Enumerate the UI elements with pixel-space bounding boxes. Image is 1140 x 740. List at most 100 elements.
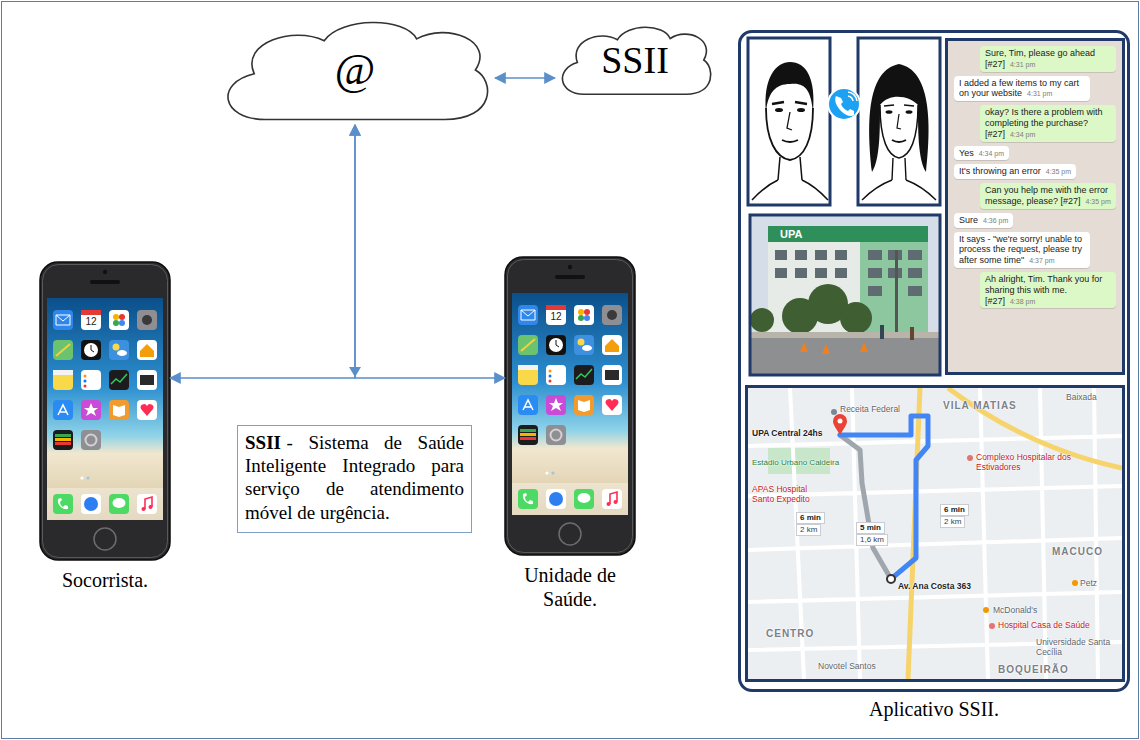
health-unit-photo (775, 250, 922, 296)
device-caption: Unidade de Saúde. (524, 564, 616, 610)
caller-portraits (828, 88, 860, 120)
map-label: Complexo Hospitalar dos Estivadores (976, 452, 1081, 472)
smartphone: Unidade de Saúde. (505, 257, 635, 555)
health-unit-photo (910, 327, 914, 340)
connector-arrow (170, 125, 355, 378)
health-unit-photo (750, 215, 940, 375)
map-label: 6 min (940, 504, 969, 516)
definition-box: SSII- Sistema de Saúde Inteligente Integ… (237, 425, 472, 533)
map-label: Universidade Santa Cecília (1036, 637, 1116, 657)
route-map (748, 388, 1122, 679)
caller-portraits (848, 92, 857, 101)
smartphone-drawing (40, 262, 170, 560)
smartphone: Socorrista. (40, 262, 170, 560)
chat-bubble: It says - "we're sorry! unable to proces… (954, 232, 1090, 268)
caller-portraits (884, 105, 914, 106)
calendar-date: 12 (546, 310, 566, 323)
caller-portraits (797, 108, 805, 112)
route-map (748, 388, 1122, 679)
health-unit-photo (775, 250, 787, 260)
health-unit-photo (750, 284, 872, 334)
chat-message: It's throwing an error (959, 166, 1041, 176)
chat-time: 4:35 pm (1046, 168, 1071, 175)
chat-message: Ah alright, Tim. Thank you for sharing t… (985, 274, 1102, 306)
chat-message: okay? Is there a problem with completing… (985, 107, 1103, 139)
chat-bubble: Can you help me with the error message, … (980, 183, 1116, 209)
smartphone-drawing (505, 257, 635, 555)
map-label: Novotel Santos (818, 661, 876, 671)
route-map (887, 575, 895, 583)
caller-portraits (772, 102, 807, 104)
chat-bubble: Sure4:36 pm (954, 213, 1013, 228)
route-map (833, 414, 847, 435)
chat-message: Sure, Tim, please go ahead [#27] (985, 48, 1095, 69)
chat-message: I added a few items to my cart on your w… (959, 78, 1079, 99)
route-map (908, 388, 1122, 679)
route-map (967, 455, 973, 461)
map-label: Av. Ana Costa 363 (898, 581, 971, 591)
caller-portraits (858, 38, 940, 205)
chat-time: 4:34 pm (979, 150, 1004, 157)
health-unit-photo (750, 215, 940, 375)
caller-portraits (835, 96, 854, 116)
health-unit-photo (795, 268, 807, 278)
health-unit-photo (908, 250, 922, 260)
building-sign: UPA (778, 228, 804, 241)
health-unit-photo (840, 302, 872, 334)
chat-panel: Sure, Tim, please go ahead [#27]4:31 pmI… (945, 38, 1125, 375)
map-label: McDonald's (993, 605, 1037, 615)
health-unit-photo (768, 226, 928, 336)
caller-portraits (778, 157, 802, 180)
map-label: 2 km (796, 524, 821, 536)
health-unit-photo (868, 268, 882, 278)
panel-caption: Aplicativo SSII. (869, 698, 999, 720)
caller-portraits (880, 105, 918, 158)
app-panel: Aplicativo SSII.Sure, Tim, please go ahe… (738, 30, 1130, 692)
health-unit-photo (768, 226, 928, 242)
map-label: UPA Central 24hs (752, 428, 822, 438)
cloud-shape: SSII (555, 22, 715, 98)
route-map (840, 416, 928, 579)
caller-portraits (787, 112, 792, 130)
cloud-label: @ (335, 48, 376, 92)
health-unit-photo (908, 268, 922, 278)
health-unit-photo (800, 342, 868, 354)
caller-portraits (782, 140, 798, 142)
route-map (831, 409, 837, 415)
chat-bubble: It's throwing an error 4:35 pm (954, 164, 1076, 179)
chat-message: Yes (959, 148, 974, 158)
chat-time: 4:38 pm (1010, 298, 1035, 305)
route-map (983, 607, 989, 613)
chat-time: 4:37 pm (1029, 257, 1054, 264)
cloud-shape: @ (215, 15, 495, 125)
health-unit-photo (775, 268, 787, 278)
health-unit-photo (750, 308, 774, 332)
map-label: VILA MATIAS (943, 400, 1017, 412)
chat-bubble: I added a few items to my cart on your w… (954, 76, 1090, 102)
connector-arrow (355, 125, 505, 378)
chat-time: 4:31 pm (1027, 90, 1052, 97)
map-label: MACUCO (1052, 546, 1103, 558)
health-unit-photo (908, 286, 922, 296)
cloud-outline (562, 27, 710, 94)
map-label: Petz (1080, 578, 1097, 588)
map-label: Baixada (1066, 392, 1097, 402)
caller-portraits (906, 110, 913, 114)
route-map (748, 388, 1122, 679)
chat-time: 4:34 pm (1010, 131, 1035, 138)
cloud-outline (228, 23, 488, 120)
caller-portraits (897, 114, 901, 129)
chat-bubble: Sure, Tim, please go ahead [#27]4:31 pm (980, 46, 1116, 72)
term-bold: SSII (245, 432, 281, 453)
chat-time: 4:36 pm (983, 217, 1008, 224)
caller-portraits (775, 108, 783, 112)
route-map (748, 388, 1122, 679)
route-map (989, 623, 995, 629)
route-map (838, 419, 843, 424)
map-label: Hospital Casa de Saúde (998, 620, 1090, 630)
health-unit-photo (750, 215, 940, 375)
map-label: 1,6 km (856, 534, 888, 546)
